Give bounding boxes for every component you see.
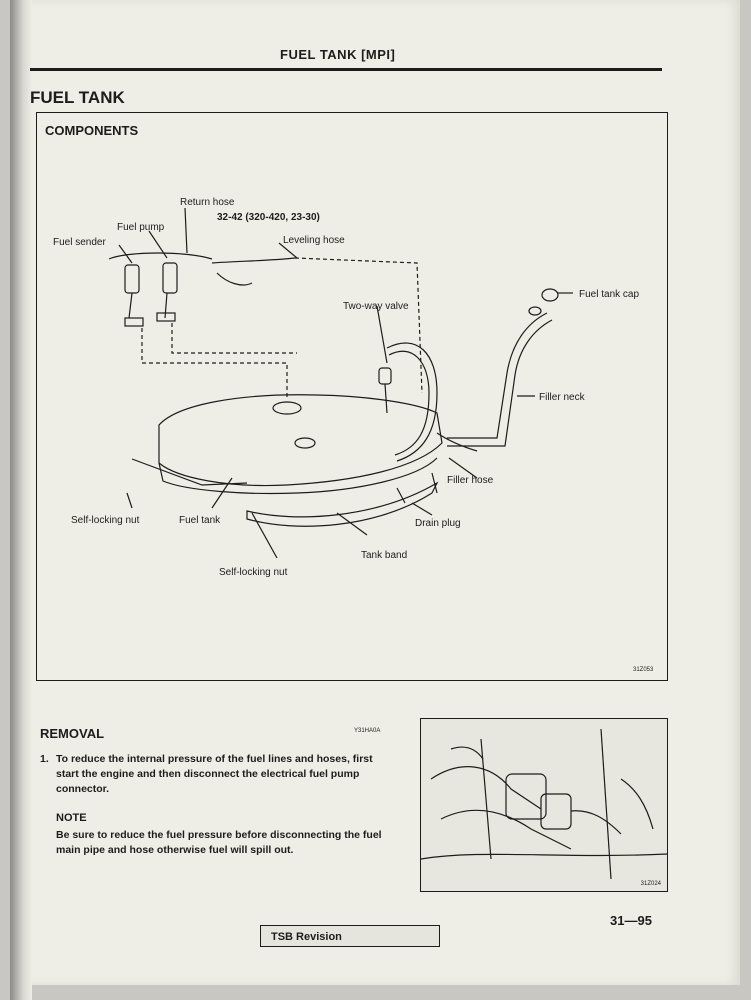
label-return-hose: Return hose (180, 197, 235, 208)
label-drain-plug: Drain plug (415, 518, 461, 529)
components-figure-code: 31Z053 (633, 667, 654, 673)
label-tank-band: Tank band (361, 550, 407, 561)
header-rule (30, 68, 662, 71)
label-filler-hose: Filler hose (447, 475, 494, 486)
photo-code: 31Z024 (640, 881, 661, 887)
label-self-locking-nut-left: Self-locking nut (71, 515, 140, 526)
label-fuel-tank: Fuel tank (179, 515, 221, 526)
note-title: NOTE (56, 812, 87, 824)
components-diagram-box: COMPONENTS (36, 112, 668, 681)
step-text: To reduce the internal pressure of the f… (56, 753, 373, 795)
label-fuel-sender: Fuel sender (53, 237, 106, 248)
fuel-pump-connector-illustration: 31Z024 (420, 718, 668, 892)
removal-title: REMOVAL (40, 726, 105, 741)
removal-step-1: 1. To reduce the internal pressure of th… (40, 752, 390, 797)
page-binding (10, 0, 32, 1000)
step-number: 1. (40, 753, 49, 765)
note-text: Be sure to reduce the fuel pressure befo… (56, 829, 382, 856)
section-title: FUEL TANK (30, 88, 125, 107)
tsb-revision-stamp: TSB Revision (260, 925, 440, 947)
page-number: 31—95 (610, 913, 652, 928)
label-torque: 32-42 (320-420, 23-30) (217, 212, 320, 223)
label-self-locking-nut-bottom: Self-locking nut (219, 567, 288, 578)
label-fuel-pump: Fuel pump (117, 222, 165, 233)
label-leveling-hose: Leveling hose (283, 235, 345, 246)
fuel-tank-exploded-diagram: Return hose 32-42 (320-420, 23-30) Fuel … (53, 197, 654, 673)
removal-code: Y31HA0A (354, 728, 381, 734)
page-header-title: FUEL TANK [MPI] (280, 47, 396, 62)
label-filler-neck: Filler neck (539, 392, 586, 403)
manual-page: FUEL TANK [MPI] FUEL TANK COMPONENTS (10, 0, 740, 1000)
label-two-way-valve: Two-way valve (343, 301, 409, 312)
components-title: COMPONENTS (45, 123, 139, 138)
label-fuel-tank-cap: Fuel tank cap (579, 289, 639, 300)
engine-bay-illustration (421, 728, 667, 880)
